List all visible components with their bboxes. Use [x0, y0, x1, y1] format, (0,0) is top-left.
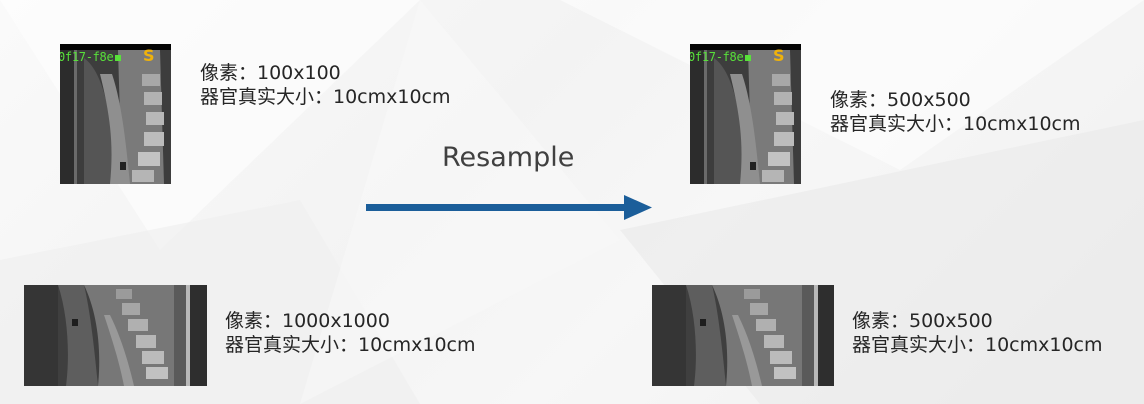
resample-arrow-icon — [366, 195, 652, 220]
overlay-code-label: 0f17-f8e — [60, 50, 122, 64]
pixels-label: 像素：100x100 — [200, 62, 341, 84]
pixels-label: 像素：1000x1000 — [225, 310, 390, 332]
organ-size-label: 器官真实大小：10cmx10cm — [852, 334, 1103, 356]
overlay-code-label: 0f17-f8e — [690, 50, 752, 64]
tile-caption-bottom-left: 像素：1000x1000 器官真实大小：10cmx10cm — [225, 309, 476, 357]
tile-caption-top-right: 像素：500x500 器官真实大小：10cmx10cm — [830, 88, 1081, 136]
ct-image-500x500-downsampled — [652, 285, 834, 386]
organ-size-label: 器官真实大小：10cmx10cm — [225, 334, 476, 356]
overlay-s-glyph: S — [143, 46, 155, 65]
resample-label: Resample — [442, 142, 575, 173]
pixels-label: 像素：500x500 — [852, 310, 993, 332]
ct-image-1000x1000 — [24, 285, 207, 386]
organ-size-label: 器官真实大小：10cmx10cm — [830, 113, 1081, 135]
ct-image-500x500-resampled: 0f17-f8e S — [690, 44, 801, 184]
ct-image-100x100: 0f17-f8e S — [60, 44, 171, 184]
overlay-s-glyph: S — [773, 46, 785, 65]
organ-size-label: 器官真实大小：10cmx10cm — [200, 86, 451, 108]
tile-caption-top-left: 像素：100x100 器官真实大小：10cmx10cm — [200, 61, 451, 109]
pixels-label: 像素：500x500 — [830, 89, 971, 111]
tile-caption-bottom-right: 像素：500x500 器官真实大小：10cmx10cm — [852, 309, 1103, 357]
